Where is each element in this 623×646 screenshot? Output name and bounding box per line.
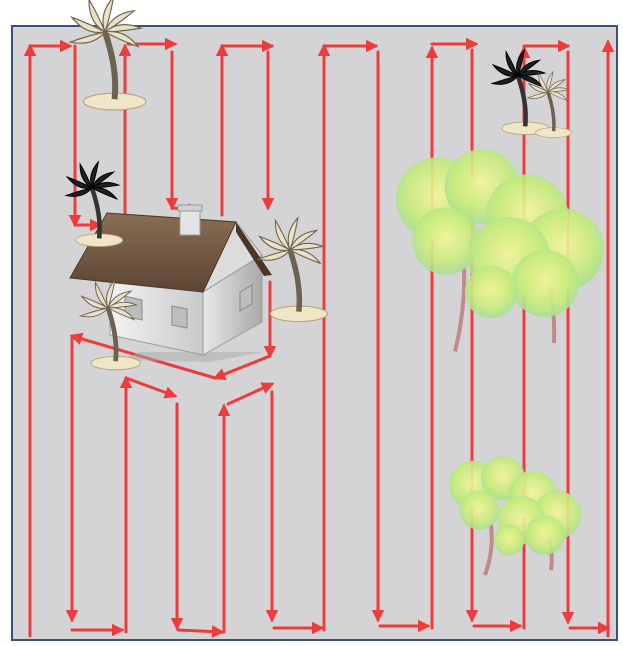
path-segment [178, 630, 222, 632]
